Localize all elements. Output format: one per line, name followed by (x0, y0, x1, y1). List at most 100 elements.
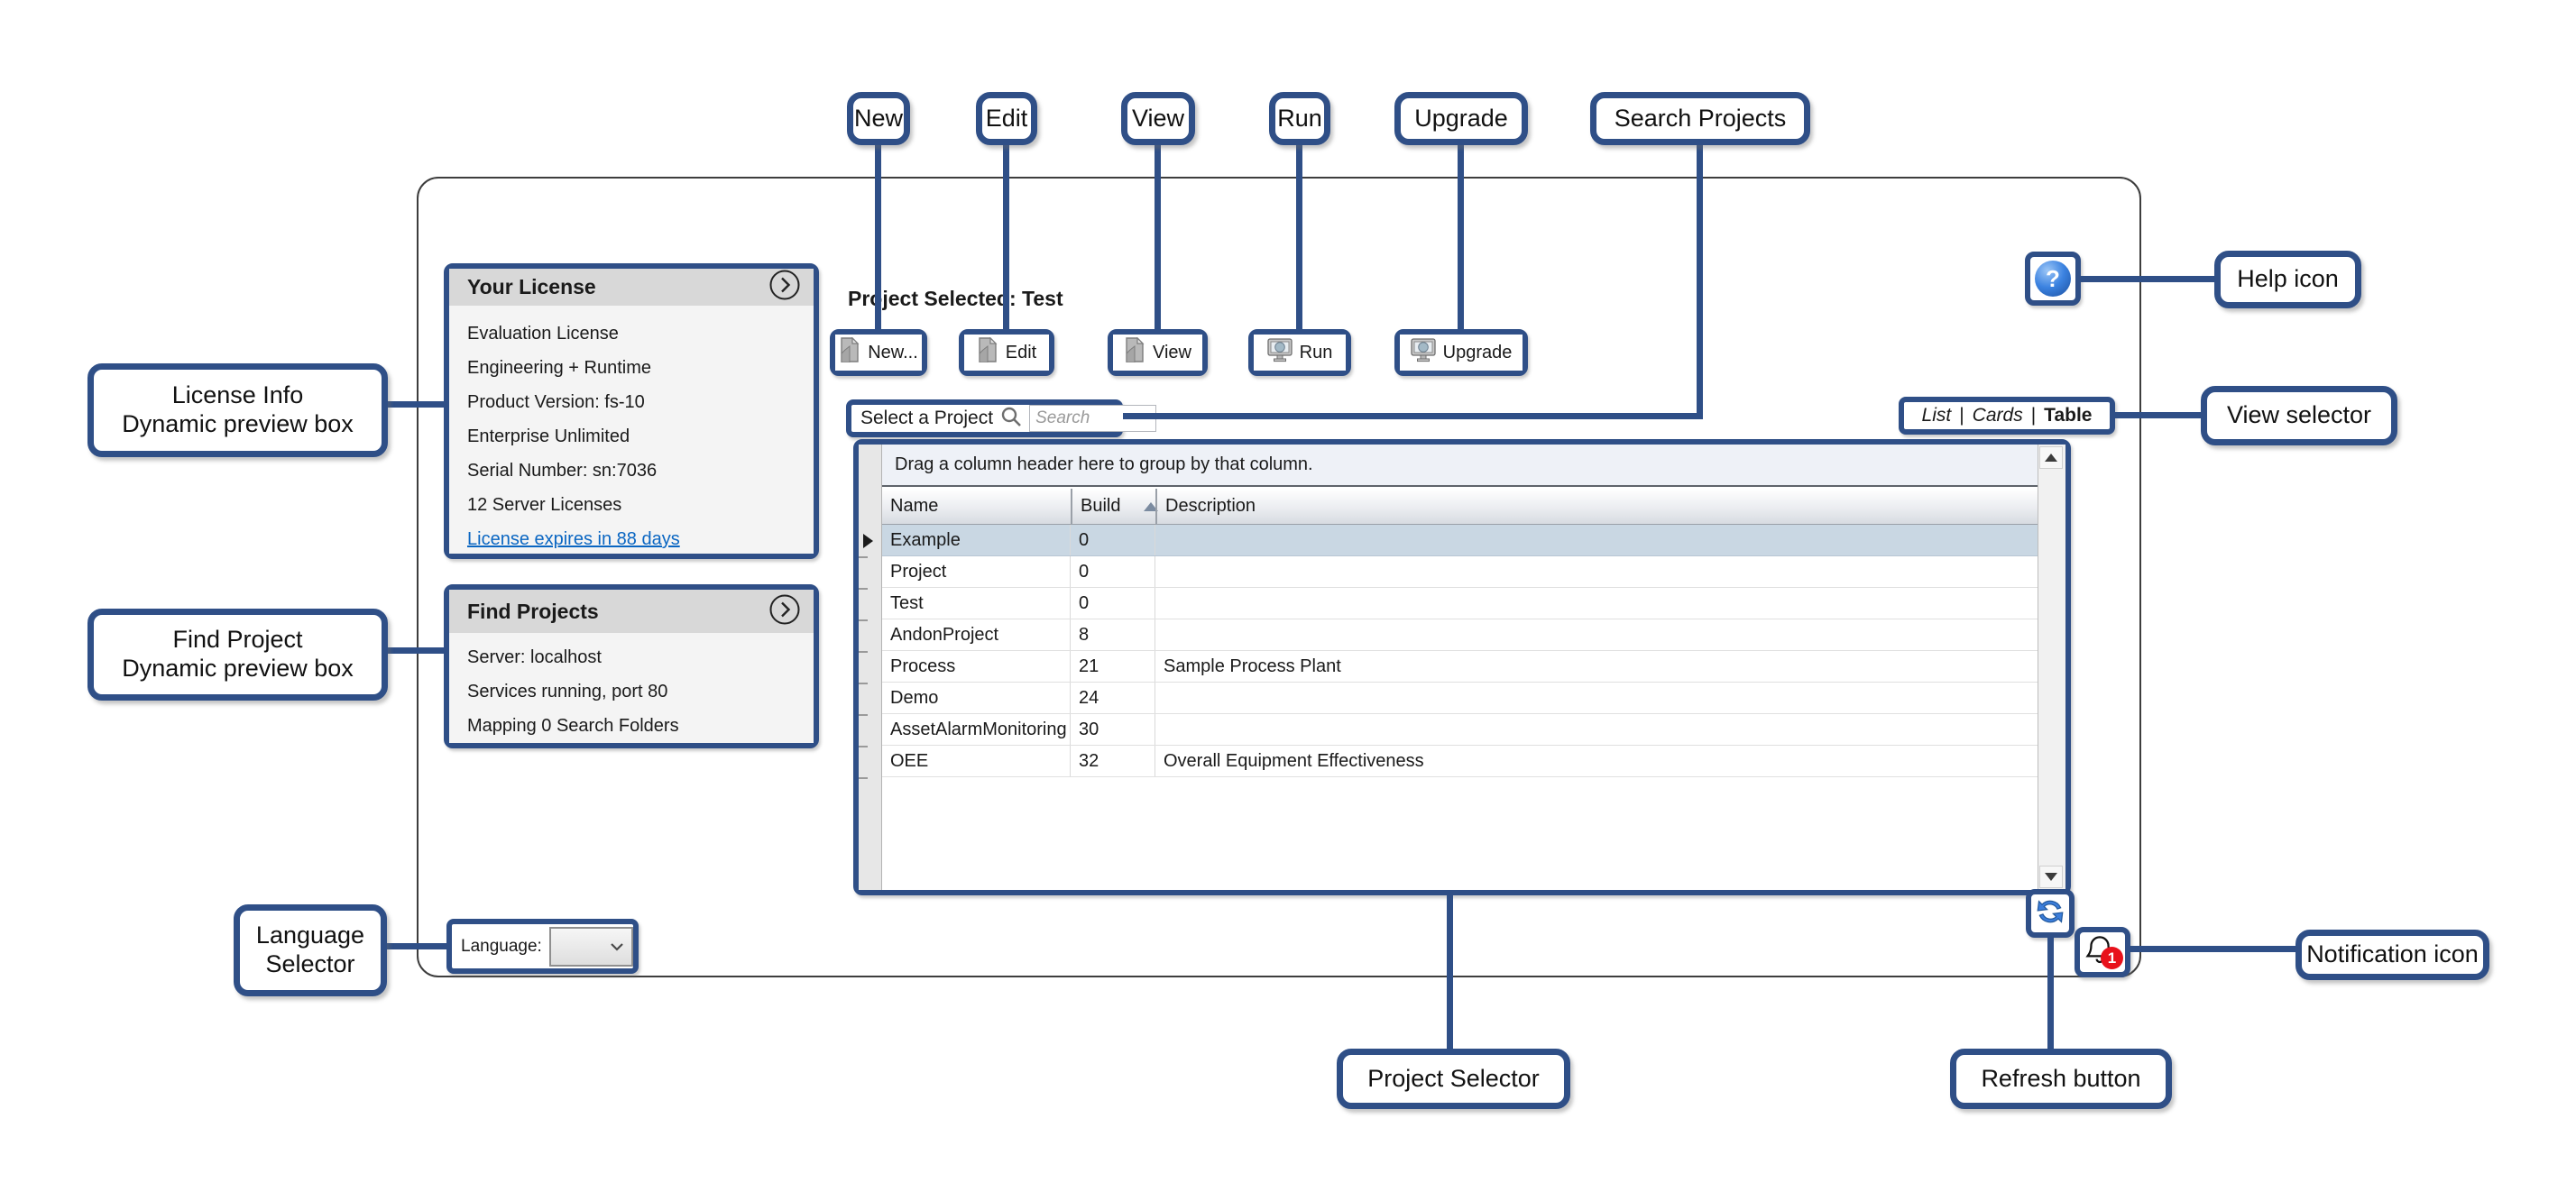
view-selector: List | Cards | Table (1904, 402, 2110, 429)
view-mode-separator: | (2030, 405, 2037, 426)
connector-language (387, 943, 446, 949)
connector-license-info (388, 401, 444, 408)
callout-edit: Edit (976, 92, 1037, 145)
scroll-down-button[interactable] (2039, 866, 2063, 888)
column-header-description[interactable]: Description (1155, 489, 2038, 524)
view-mode-list[interactable]: List (1921, 405, 1952, 426)
table-row[interactable]: AssetAlarmMonitoring 30 (882, 714, 2038, 746)
connector-search-projects-v (1697, 142, 1703, 419)
notification-count-badge: 1 (2101, 947, 2123, 969)
arrow-up-icon (2045, 454, 2057, 462)
view-button[interactable]: View (1113, 335, 1202, 371)
new-button-highlight: New... (830, 329, 927, 376)
callout-notification-icon: Notification icon (2295, 930, 2489, 980)
connector-refresh (2047, 938, 2054, 1049)
find-projects-item: Server: localhost (467, 647, 602, 667)
grid-row-gutter (859, 445, 882, 890)
table-row[interactable]: AndonProject 8 (882, 619, 2038, 651)
new-button[interactable]: New... (835, 335, 922, 371)
view-mode-table[interactable]: Table (2044, 405, 2093, 426)
table-row[interactable]: Example 0 (882, 525, 2038, 556)
table-row[interactable]: Process 21 Sample Process Plant (882, 651, 2038, 683)
monitor-icon (1266, 337, 1293, 368)
edit-button[interactable]: Edit (964, 335, 1049, 371)
monitor-icon (1410, 337, 1436, 368)
select-project-label: Select a Project (860, 408, 994, 428)
find-projects-header: Find Projects (449, 590, 814, 633)
help-icon[interactable]: ? (2035, 261, 2071, 297)
callout-new: New (847, 92, 910, 145)
language-row: Language: (452, 924, 633, 968)
find-projects-panel-highlight: Find Projects Server: localhost Services… (444, 584, 819, 748)
sort-ascending-icon (1144, 501, 1159, 511)
license-expiry-link[interactable]: License expires in 88 days (467, 529, 680, 549)
notification-icon-highlight: 1 (2075, 927, 2130, 977)
connector-new (875, 142, 881, 332)
find-projects-title: Find Projects (467, 599, 599, 623)
view-button-highlight: View (1108, 329, 1208, 376)
callout-help-icon: Help icon (2214, 251, 2361, 308)
edit-button-label: Edit (1005, 342, 1037, 362)
find-projects-body: Server: localhost Services running, port… (449, 633, 814, 743)
language-dropdown[interactable] (548, 926, 633, 967)
table-row[interactable]: Test 0 (882, 588, 2038, 619)
upgrade-button-label: Upgrade (1442, 342, 1513, 362)
arrow-down-icon (2045, 873, 2057, 881)
run-button-label: Run (1299, 342, 1333, 362)
connector-upgrade (1458, 142, 1464, 332)
find-projects-panel: Find Projects Server: localhost Services… (449, 590, 814, 743)
license-panel-highlight: Your License Evaluation License Engineer… (444, 263, 819, 559)
grid-header-row: Name Build Description (882, 489, 2038, 525)
callout-project-selector: Project Selector (1337, 1049, 1570, 1109)
document-icon (839, 336, 860, 368)
callout-view-selector: View selector (2201, 386, 2397, 445)
refresh-icon[interactable] (2033, 894, 2067, 933)
grid-group-panel[interactable]: Drag a column header here to group by th… (882, 445, 2038, 487)
language-selector-highlight: Language: (446, 919, 639, 974)
chevron-down-icon (610, 937, 624, 957)
license-item: Evaluation License (467, 324, 619, 344)
refresh-button-highlight (2026, 889, 2075, 938)
view-mode-cards[interactable]: Cards (1972, 405, 2023, 426)
selected-project-title: Project Selected: Test (848, 287, 1063, 310)
license-item: Serial Number: sn:7036 (467, 461, 658, 481)
callout-view: View (1121, 92, 1195, 145)
license-panel-title: Your License (467, 275, 596, 298)
table-row[interactable]: OEE 32 Overall Equipment Effectiveness (882, 746, 2038, 777)
table-row[interactable]: Demo 24 (882, 683, 2038, 714)
project-search-highlight: Select a Project (846, 399, 1157, 437)
license-panel: Your License Evaluation License Engineer… (449, 269, 814, 554)
chevron-circle-icon[interactable] (768, 269, 801, 306)
table-row[interactable]: Project 0 (882, 556, 2038, 588)
connector-view-selector (2115, 412, 2201, 418)
license-panel-body: Evaluation License Engineering + Runtime… (449, 306, 814, 556)
drag-hint-text: Drag a column header here to group by th… (895, 454, 1313, 474)
column-header-build[interactable]: Build (1071, 489, 1159, 524)
upgrade-button[interactable]: Upgrade (1400, 335, 1523, 371)
callout-refresh-button: Refresh button (1950, 1049, 2172, 1109)
chevron-circle-icon[interactable] (768, 593, 801, 630)
callout-search-projects: Search Projects (1590, 92, 1810, 145)
view-mode-separator: | (1959, 405, 1964, 426)
connector-search-projects-h (1123, 413, 1703, 419)
connector-run (1296, 142, 1302, 332)
connector-view (1155, 142, 1161, 332)
scroll-up-button[interactable] (2039, 446, 2063, 469)
run-button[interactable]: Run (1254, 335, 1346, 371)
column-header-name[interactable]: Name (890, 496, 939, 516)
help-icon-highlight: ? (2025, 252, 2081, 306)
new-button-label: New... (868, 342, 918, 362)
grid-scrollbar[interactable] (2038, 445, 2065, 890)
connector-notification (2130, 946, 2295, 952)
edit-button-highlight: Edit (959, 329, 1054, 376)
language-label: Language: (461, 936, 542, 956)
view-selector-highlight: List | Cards | Table (1899, 397, 2115, 435)
license-item: Engineering + Runtime (467, 358, 652, 378)
search-icon (1000, 406, 1022, 432)
connector-help (2081, 276, 2214, 282)
project-search-row: Select a Project (851, 405, 1157, 432)
